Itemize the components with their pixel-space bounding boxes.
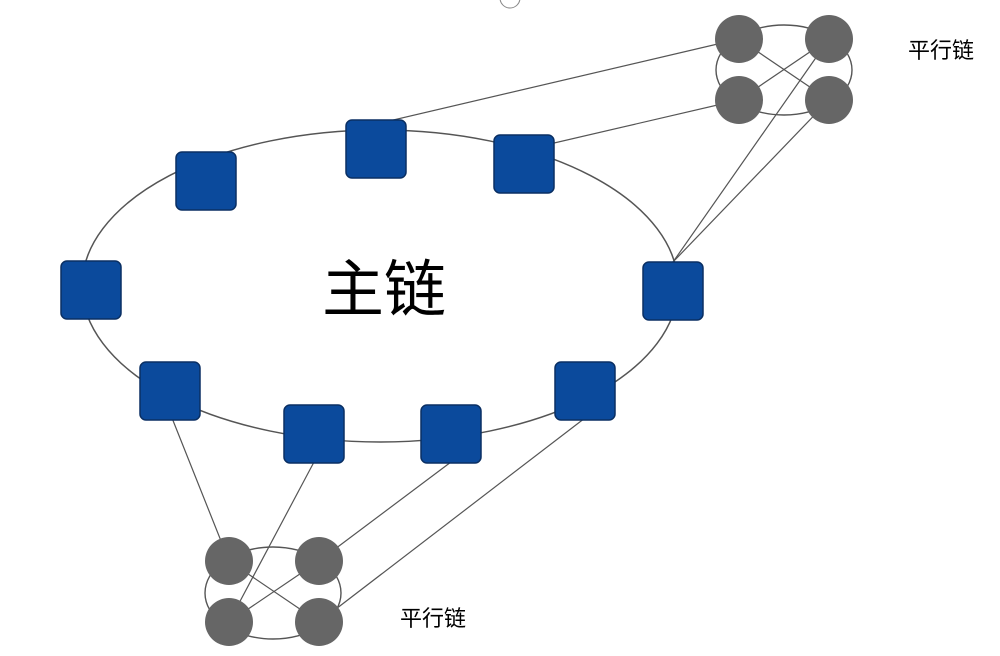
main-chain-node <box>420 404 482 464</box>
parallel-chain-node <box>295 598 343 646</box>
parallel-chain-node <box>805 76 853 124</box>
parallel-chain-bottom-nodes <box>205 537 343 646</box>
parallel-chain-node <box>295 537 343 585</box>
parallel-chain-node <box>715 15 763 63</box>
parallel-chain-node <box>205 598 253 646</box>
main-chain-node <box>60 260 122 320</box>
main-chain-node <box>139 361 201 421</box>
parallel-chain-node <box>715 76 763 124</box>
main-chain-node <box>642 261 704 321</box>
main-chain-node <box>283 404 345 464</box>
parallel-chain-bottom-label: 平行链 <box>400 607 467 632</box>
main-chain-node <box>554 361 616 421</box>
main-chain-node <box>493 134 555 194</box>
connections-top <box>375 38 830 263</box>
top-edge-circle <box>499 0 521 9</box>
parallel-chain-node <box>205 537 253 585</box>
parallel-chain-bottom-ring <box>204 546 342 640</box>
parallel-chain-top-label: 平行链 <box>908 39 975 64</box>
parallel-chain-top-nodes <box>715 15 853 124</box>
parallel-chain-top-ring <box>715 24 853 116</box>
main-chain-node <box>175 151 237 211</box>
parallel-chain-node <box>805 15 853 63</box>
main-chain-node <box>345 119 407 179</box>
main-chain-label: 主链 <box>322 253 447 326</box>
connections-bottom <box>171 417 586 623</box>
main-chain-nodes <box>60 119 704 464</box>
